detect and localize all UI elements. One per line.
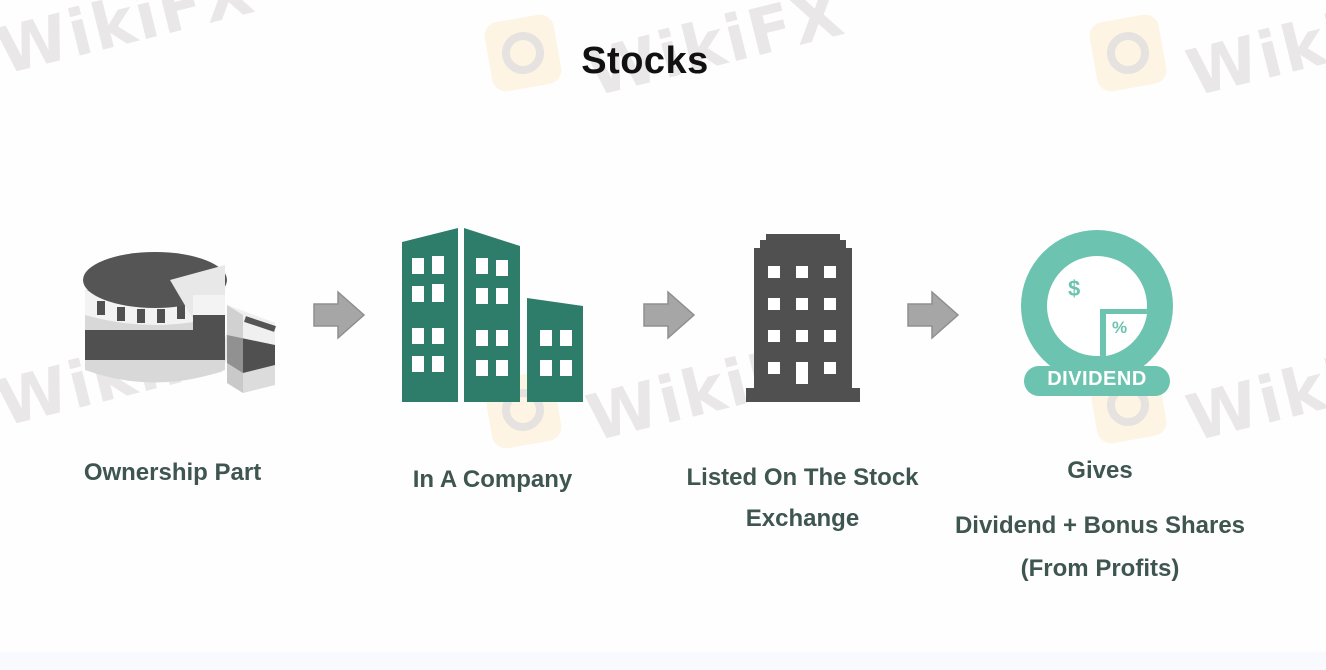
percent-sign: % xyxy=(1112,318,1128,337)
label-in-a-company: In A Company xyxy=(412,466,573,493)
arrow-right-icon xyxy=(643,290,696,340)
label-line: Listed On The Stock xyxy=(686,464,919,491)
label-ownership-part: Ownership Part xyxy=(83,459,262,486)
label-line: Dividend + Bonus Shares xyxy=(954,512,1246,539)
dividend-pie-icon: $ % DIVIDEND xyxy=(1012,228,1182,398)
dividend-badge: DIVIDEND xyxy=(1047,368,1147,390)
label-line: Gives xyxy=(1067,457,1133,484)
bottom-band xyxy=(0,652,1326,670)
label-line: (From Profits) xyxy=(1020,555,1180,582)
diagram-title: Stocks xyxy=(0,40,1326,83)
arrow-right-icon xyxy=(907,290,960,340)
company-buildings-icon xyxy=(402,228,583,402)
arrow-right-icon xyxy=(313,290,366,340)
label-line: Exchange xyxy=(745,505,860,532)
dollar-sign: $ xyxy=(1068,276,1081,301)
label-listed-exchange: Listed On The Stock Exchange xyxy=(665,457,940,539)
label-gives-dividend: Gives Dividend + Bonus Shares (From Prof… xyxy=(935,449,1265,590)
stock-exchange-building-icon xyxy=(746,234,860,402)
watermark-text: WikiFX xyxy=(1180,321,1326,457)
cake-slice-icon xyxy=(83,252,276,393)
title-text: Stocks xyxy=(581,40,709,82)
